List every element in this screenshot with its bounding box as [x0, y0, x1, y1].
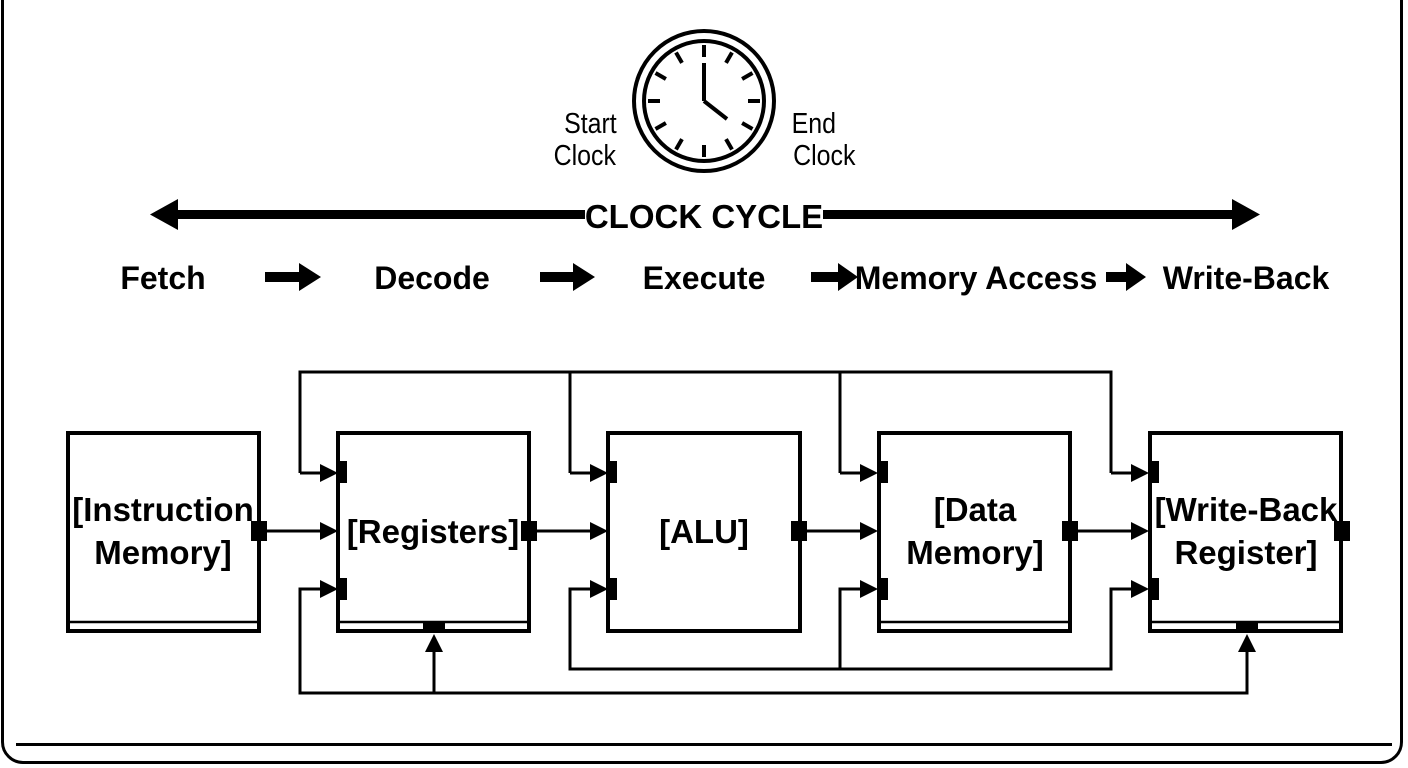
arrowhead-icon: [425, 634, 443, 652]
block-registers: [336, 431, 531, 633]
arrowhead-icon: [320, 464, 338, 482]
port-square: [423, 621, 445, 630]
block-data-memory-label-line2: Memory]: [906, 534, 1044, 571]
arrowhead-icon: [590, 464, 608, 482]
ports: [251, 461, 1350, 630]
port-square: [1236, 621, 1258, 630]
stage-write-back: Write-Back: [1163, 260, 1330, 296]
arrowhead-icon: [860, 580, 878, 598]
block-instruction-memory-label-line2: Memory]: [94, 534, 232, 571]
port-square: [251, 521, 267, 541]
stage-arrow-icon: [265, 263, 321, 291]
block-instruction-memory-label-line1: [Instruction: [72, 491, 253, 528]
arrowhead-icon: [860, 522, 878, 540]
stage-arrow-icon: [540, 263, 595, 291]
port-square: [1062, 521, 1078, 541]
stage-arrow-icon: [1106, 263, 1146, 291]
arrowhead-icon: [590, 580, 608, 598]
stage-memory-access: Memory Access: [855, 260, 1098, 296]
port-square: [879, 461, 888, 483]
port-square: [338, 461, 347, 483]
stage-arrows: [265, 263, 1146, 291]
arrowheads: [320, 464, 1256, 652]
block-registers-label: [Registers]: [347, 513, 519, 550]
start-clock-label-line2: Clock: [554, 139, 617, 171]
port-square: [608, 578, 617, 600]
clock-icon: [632, 29, 776, 173]
stage-fetch: Fetch: [120, 260, 205, 296]
block-write-back-register: [1148, 431, 1343, 633]
arrowhead-icon: [320, 522, 338, 540]
block-data-memory: [877, 431, 1072, 633]
stage-execute: Execute: [643, 260, 766, 296]
arrowhead-icon: [320, 580, 338, 598]
arrowhead-icon: [1131, 464, 1149, 482]
clock-cycle-arrow: [150, 199, 1260, 230]
arrowhead-icon: [1238, 634, 1256, 652]
block-data-memory-label-line1: [Data: [934, 491, 1017, 528]
port-square: [1150, 461, 1159, 483]
arrowhead-icon: [1131, 580, 1149, 598]
port-square: [338, 578, 347, 600]
block-write-back-register-label-line2: Register]: [1174, 534, 1317, 571]
arrowhead-icon: [860, 464, 878, 482]
arrowhead-icon: [590, 522, 608, 540]
port-square: [879, 578, 888, 600]
block-alu: [606, 431, 802, 633]
bottom-divider: [16, 743, 1392, 746]
stage-decode: Decode: [374, 260, 490, 296]
clock-cycle-label: CLOCK CYCLE: [585, 198, 823, 235]
port-square: [1334, 521, 1350, 541]
arrowhead-icon: [1131, 522, 1149, 540]
connection-wires: [266, 370, 1249, 695]
port-square: [1150, 578, 1159, 600]
port-square: [608, 461, 617, 483]
block-alu-label: [ALU]: [659, 513, 749, 550]
stage-arrow-icon: [811, 263, 858, 291]
block-write-back-register-label-line1: [Write-Back: [1155, 491, 1338, 528]
start-clock-label-line1: Start: [564, 107, 617, 139]
port-square: [791, 521, 807, 541]
port-square: [521, 521, 537, 541]
end-clock-label-line2: Clock: [793, 139, 856, 171]
block-instruction-memory: [66, 431, 261, 633]
end-clock-label-line1: End: [792, 107, 836, 139]
